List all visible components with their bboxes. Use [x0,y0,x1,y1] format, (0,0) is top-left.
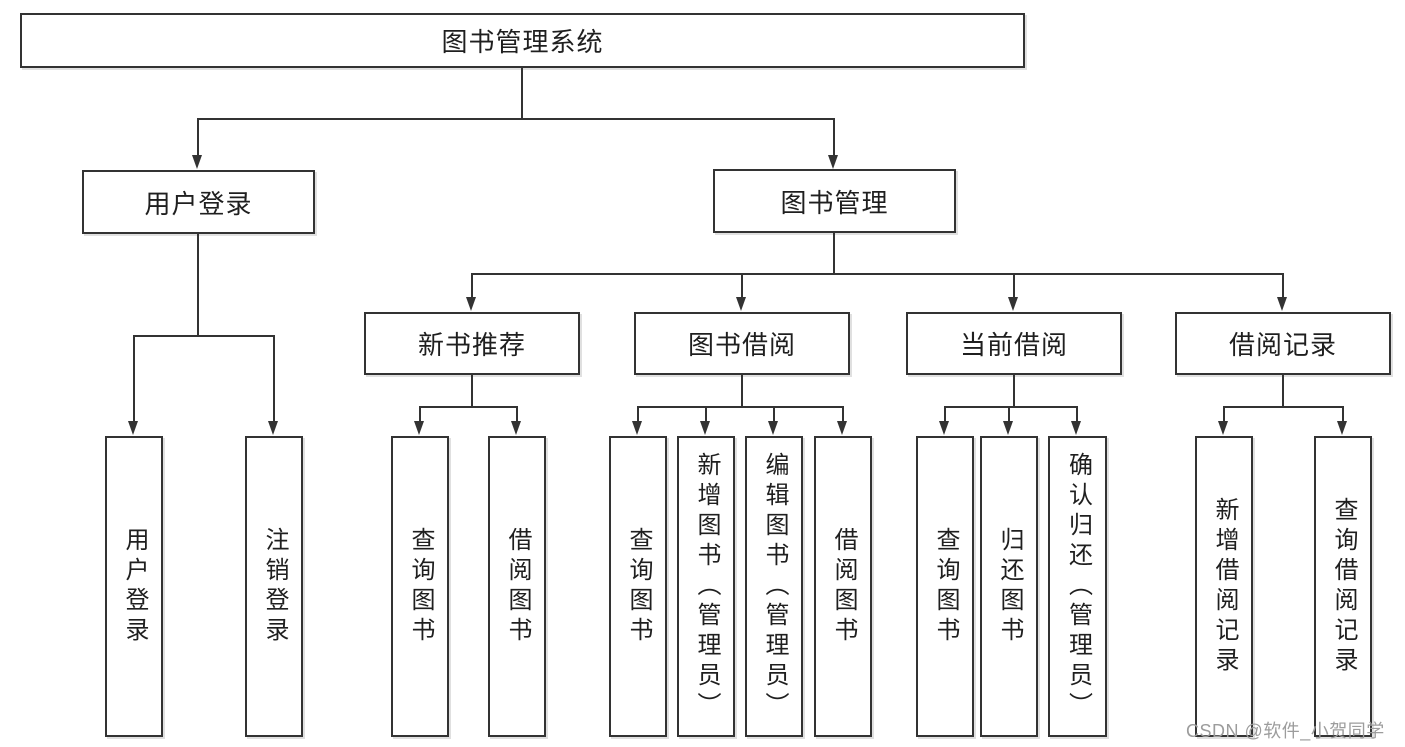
node-query-books-borrow-label: 查询图书 [625,526,652,647]
node-borrow-records-label: 借阅记录 [1228,330,1337,360]
node-user-login-leaf: 用户登录 [105,436,163,737]
connector-book-management-branch [471,273,1284,275]
node-book-borrow-label: 图书借阅 [687,330,796,360]
node-query-books-current-label: 查询图书 [932,526,959,647]
node-return-books: 归还图书 [980,436,1038,737]
node-borrow-records: 借阅记录 [1175,312,1391,375]
arrow-to-return-books [1003,406,1014,435]
arrow-to-new-book-recommend [466,273,477,311]
arrow-to-add-borrow-record [1218,406,1229,435]
node-return-books-label: 归还图书 [996,526,1023,647]
arrow-to-query-books-recommend [414,406,425,435]
arrow-to-book-management [828,118,839,169]
node-borrow-books-recommend-label: 借阅图书 [504,526,531,647]
node-logout-leaf-label: 注销登录 [261,526,288,647]
connector-current-branch [944,406,1078,408]
node-query-books-borrow: 查询图书 [609,436,667,737]
node-query-borrow-record-label: 查询借阅记录 [1330,496,1357,677]
connector-root-branch [197,118,835,120]
node-confirm-return-admin: 确认归还（管理员） [1048,436,1107,737]
arrow-to-borrow-books-recommend [511,406,522,435]
node-edit-books-admin: 编辑图书（管理员） [745,436,803,737]
node-book-management-label: 图书管理 [780,187,889,218]
connector-recommend-branch [419,406,518,408]
node-new-book-recommend: 新书推荐 [364,312,580,375]
node-book-management: 图书管理 [713,169,956,233]
arrow-to-edit-books-admin [768,406,779,435]
node-confirm-return-admin-label: 确认归还（管理员） [1064,451,1092,722]
node-library-system-label: 图书管理系统 [441,27,604,57]
node-add-books-admin: 新增图书（管理员） [677,436,735,737]
arrow-to-add-books-admin [700,406,711,435]
arrow-to-logout-leaf [268,335,279,435]
node-borrow-books-leaf-label: 借阅图书 [830,526,857,647]
node-user-login: 用户登录 [82,170,315,234]
node-user-login-leaf-label: 用户登录 [121,526,148,647]
connector-records-branch [1223,406,1344,408]
arrow-to-current-borrow [1008,273,1019,311]
node-new-book-recommend-label: 新书推荐 [417,330,526,360]
node-book-borrow: 图书借阅 [634,312,850,375]
connector-borrow-branch [637,406,844,408]
arrow-to-query-borrow-record [1337,406,1348,435]
watermark: CSDN @软件_小贺同学 [1186,721,1385,741]
connector-recommend-stem [471,375,473,408]
node-query-books-recommend-label: 查询图书 [407,526,434,647]
arrow-to-borrow-records [1277,273,1288,311]
node-add-borrow-record-label: 新增借阅记录 [1211,496,1238,677]
arrow-to-query-books-current [939,406,950,435]
arrow-to-user-login-leaf [128,335,139,435]
node-borrow-books-leaf: 借阅图书 [814,436,872,737]
node-borrow-books-recommend: 借阅图书 [488,436,546,737]
node-logout-leaf: 注销登录 [245,436,303,737]
arrow-to-query-books-borrow [632,406,643,435]
node-query-books-recommend: 查询图书 [391,436,449,737]
node-user-login-label: 用户登录 [144,188,253,219]
arrow-to-confirm-return [1071,406,1082,435]
arrow-to-borrow-books-leaf [837,406,848,435]
connector-borrow-stem [741,375,743,408]
node-current-borrow: 当前借阅 [906,312,1122,375]
node-query-books-current: 查询图书 [916,436,974,737]
connector-root-stem [521,68,523,119]
node-edit-books-admin-label: 编辑图书（管理员） [761,451,788,722]
node-add-books-admin-label: 新增图书（管理员） [693,451,720,722]
node-current-borrow-label: 当前借阅 [959,330,1068,360]
node-library-system: 图书管理系统 [20,13,1025,68]
connector-user-login-stem [197,234,199,337]
arrow-to-book-borrow [736,273,747,311]
arrow-to-user-login [192,118,203,169]
node-query-borrow-record: 查询借阅记录 [1314,436,1372,737]
connector-records-stem [1282,375,1284,408]
node-add-borrow-record: 新增借阅记录 [1195,436,1253,737]
connector-book-management-stem [833,233,835,275]
connector-current-stem [1013,375,1015,408]
connector-user-login-branch [133,335,275,337]
